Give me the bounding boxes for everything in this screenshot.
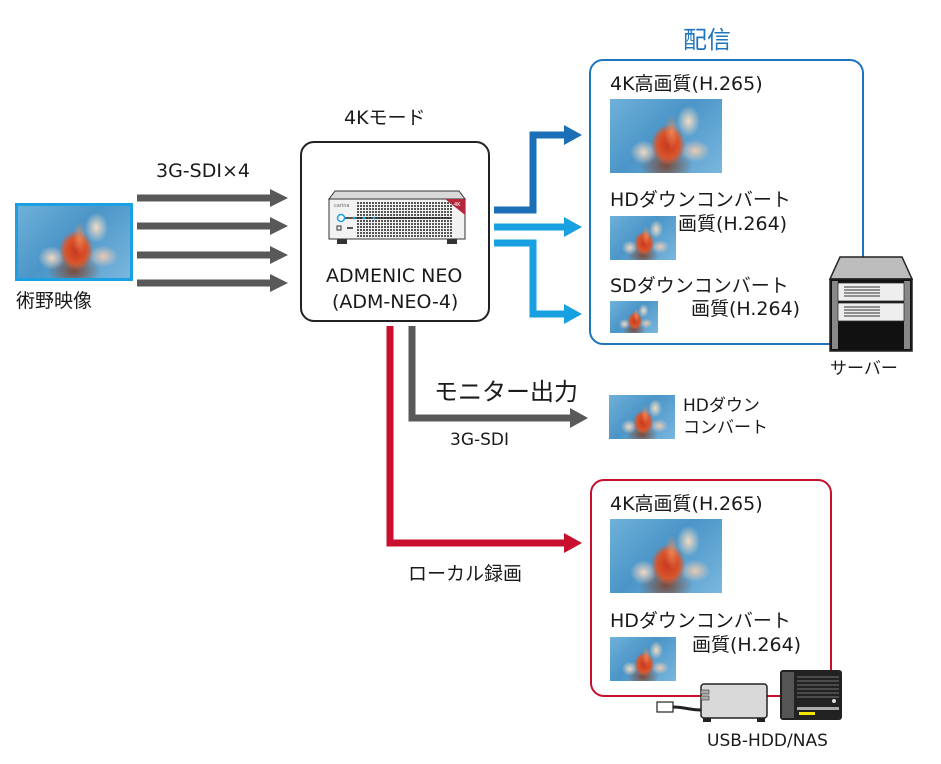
usb-hdd-icon — [656, 683, 768, 722]
source-video-thumbnail — [15, 203, 133, 281]
rec-item-hd-label: HDダウンコンバート — [610, 610, 791, 632]
dist-item-hd-label: HDダウンコンバート — [610, 189, 791, 211]
device-box: 4K carina ADMENIC NEO (ADM-NEO-4) — [300, 141, 490, 322]
storage-label: USB-HDD/NAS — [707, 731, 828, 751]
rec-4k-thumbnail — [610, 519, 722, 593]
dist-sd-thumbnail — [610, 301, 658, 333]
distribution-title: 配信 — [683, 26, 731, 54]
distribution-arrows — [494, 125, 582, 324]
dist-hd-thumbnail — [610, 216, 676, 260]
input-link-label: 3G-SDI×4 — [156, 160, 250, 182]
recording-arrow — [386, 326, 582, 553]
monitor-link-label: 3G-SDI — [450, 430, 510, 450]
monitor-thumbnail — [609, 395, 675, 439]
device-model: (ADM-NEO-4) — [332, 291, 459, 313]
rec-hd-thumbnail — [610, 637, 676, 681]
device-name: ADMENIC NEO — [326, 265, 463, 287]
encoder-device-icon: 4K carina — [328, 190, 466, 244]
recording-link-label: ローカル録画 — [408, 563, 523, 585]
monitor-output-line1: HDダウン — [683, 396, 760, 416]
distribution-box: 4K高画質(H.265) HDダウンコンバート 画質(H.264) SDダウンコ… — [589, 59, 864, 345]
server-rack-icon — [828, 256, 914, 352]
dist-item-sd-label: SDダウンコンバート — [610, 275, 789, 297]
dist-item-sd-codec: 画質(H.264) — [691, 298, 801, 320]
recording-box: 4K高画質(H.265) HDダウンコンバート 画質(H.264) — [590, 479, 832, 697]
nas-icon — [780, 670, 842, 720]
input-arrows — [137, 189, 288, 292]
device-brand: carina — [334, 203, 350, 209]
rec-item-hd-codec: 画質(H.264) — [692, 634, 802, 656]
rec-item-4k-label: 4K高画質(H.265) — [610, 493, 763, 515]
dist-4k-thumbnail — [610, 99, 722, 173]
arrow-4k — [494, 131, 566, 214]
monitor-title: モニター出力 — [434, 378, 578, 406]
device-mode-label: 4Kモード — [344, 107, 426, 129]
arrow-sd — [494, 239, 566, 318]
dist-item-4k-label: 4K高画質(H.265) — [610, 73, 763, 95]
monitor-arrow — [408, 326, 588, 428]
device-4k-badge: 4K — [454, 202, 461, 208]
source-label: 術野映像 — [16, 290, 93, 312]
monitor-output-line2: コンバート — [683, 418, 768, 438]
dist-item-hd-codec: 画質(H.264) — [678, 213, 788, 235]
server-label: サーバー — [830, 359, 898, 379]
